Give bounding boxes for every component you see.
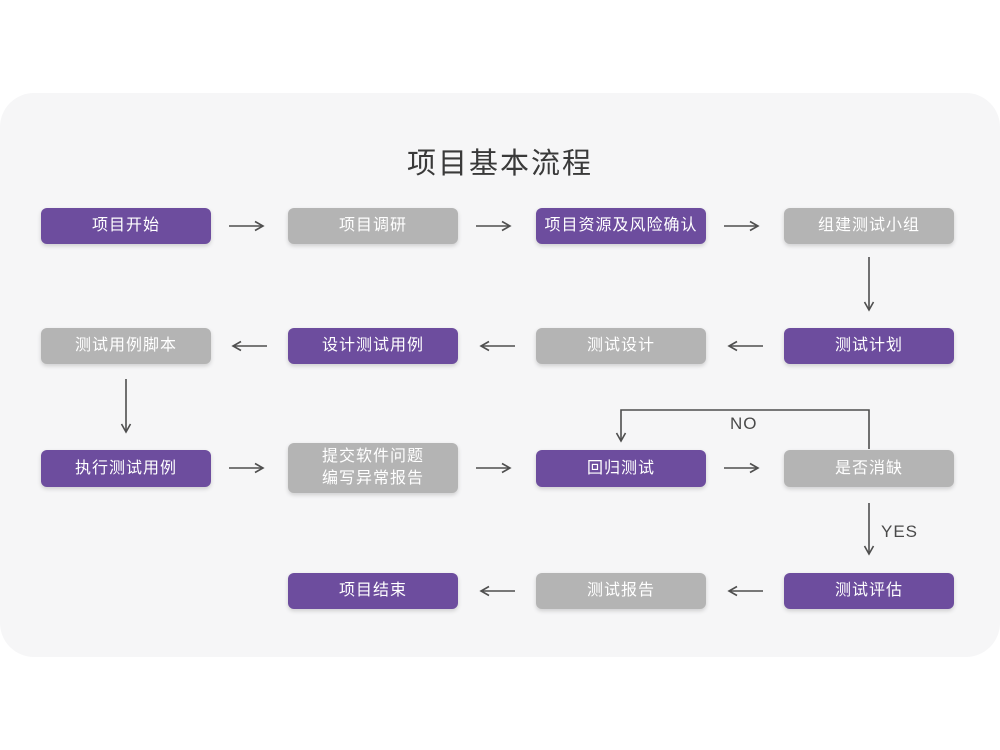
flow-node-label: 项目调研: [338, 217, 407, 235]
flow-node-project-end: 项目结束: [288, 573, 458, 609]
flow-node-regression-test: 回归测试: [536, 450, 706, 487]
flow-node-label: 项目结束: [338, 582, 407, 600]
flow-node-defect-cleared: 是否消缺: [784, 450, 954, 487]
flow-node-label: 组建测试小组: [817, 217, 920, 235]
flow-node-test-design: 测试设计: [536, 328, 706, 364]
flow-node-label: 提交软件问题 编写异常报告: [321, 448, 424, 487]
flow-node-test-report: 测试报告: [536, 573, 706, 609]
flow-node-label: 是否消缺: [834, 459, 903, 477]
flow-node-submit-issue-report: 提交软件问题 编写异常报告: [288, 443, 458, 493]
diagram-title: 项目基本流程: [406, 148, 593, 180]
edge-label-no: NO: [730, 414, 758, 433]
flow-node-test-evaluation: 测试评估: [784, 573, 954, 609]
flow-node-run-test-cases: 执行测试用例: [41, 450, 211, 487]
flow-node-label: 测试设计: [586, 337, 655, 355]
flow-node-resources-risk: 项目资源及风险确认: [536, 208, 706, 244]
flow-node-label: 执行测试用例: [74, 459, 177, 477]
flow-node-label: 项目资源及风险确认: [544, 217, 698, 235]
flow-node-label: 回归测试: [586, 459, 655, 477]
flowchart-card: [0, 93, 1000, 657]
flow-node-project-start: 项目开始: [41, 208, 211, 244]
flow-node-build-test-team: 组建测试小组: [784, 208, 954, 244]
flow-node-design-test-cases: 设计测试用例: [288, 328, 458, 364]
flow-node-label: 测试报告: [586, 582, 655, 600]
flow-node-project-research: 项目调研: [288, 208, 458, 244]
flow-node-label: 测试评估: [834, 582, 903, 600]
flow-node-test-case-scripts: 测试用例脚本: [41, 328, 211, 364]
flow-node-test-plan: 测试计划: [784, 328, 954, 364]
flow-node-label: 项目开始: [91, 217, 160, 235]
flow-node-label: 设计测试用例: [321, 337, 424, 355]
flow-node-label: 测试计划: [834, 337, 903, 355]
flow-node-label: 测试用例脚本: [74, 337, 177, 355]
edge-label-yes: YES: [881, 522, 919, 541]
